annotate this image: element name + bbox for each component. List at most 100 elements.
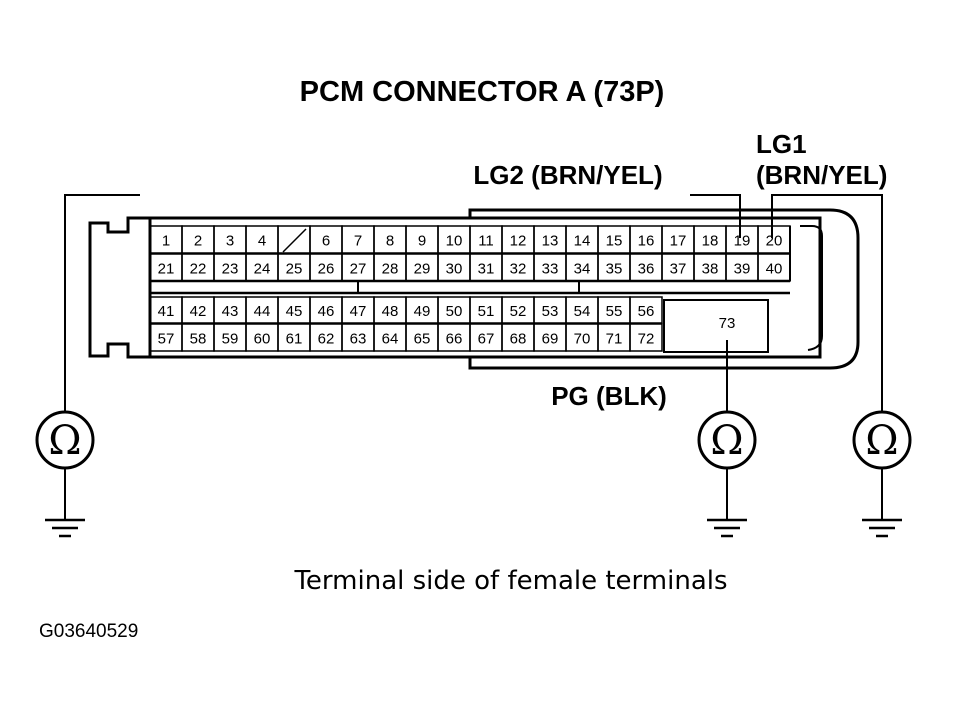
pin-number-label: 48 (382, 303, 399, 320)
pin-number-label: 61 (286, 331, 303, 348)
pin-number-label: 6 (322, 233, 330, 250)
pin-number-label: 58 (190, 331, 207, 348)
lg1-label: LG1 (756, 129, 807, 159)
pin-cell (629, 323, 663, 352)
pin-number-label: 28 (382, 261, 399, 278)
pin-number-label: 52 (510, 303, 527, 320)
pin-number-label: 50 (446, 303, 463, 320)
pin-cell (757, 225, 791, 254)
pin-row-3: 41 42 43 44 45 46 47 48 49 50 51 52 53 54 55 56 (149, 296, 663, 324)
pin-number-label: 38 (702, 261, 719, 278)
pin-number-label: 12 (510, 233, 527, 250)
pin-number-label: 9 (418, 233, 426, 250)
pin-number-label: 31 (478, 261, 495, 278)
pin-number-label: 15 (606, 233, 623, 250)
pin-number-label: 13 (542, 233, 559, 250)
pin-number-label: 71 (606, 331, 623, 348)
blank-slot-mark (282, 228, 307, 253)
ohmmeter-right: Ω (852, 410, 912, 470)
pin-number-label: 55 (606, 303, 623, 320)
pin-number-label: 62 (318, 331, 335, 348)
pin-number-label: 26 (318, 261, 335, 278)
pin-cell (629, 296, 663, 324)
ground-icon (862, 468, 902, 538)
pin-number-label: 44 (254, 303, 271, 320)
pin-number-label: 19 (734, 233, 751, 250)
terminal-73-label: 73 (719, 315, 736, 332)
pin-number-label: 46 (318, 303, 335, 320)
pin-number-label: 39 (734, 261, 751, 278)
pin-number-label: 3 (226, 233, 234, 250)
pin-number-label: 72 (638, 331, 655, 348)
wire-lg1 (771, 194, 883, 412)
pg-label: PG (BLK) (551, 381, 667, 411)
pin-number-label: 11 (478, 233, 494, 250)
pin-number-label: 27 (350, 261, 367, 278)
pin-number-label: 18 (702, 233, 719, 250)
pin-number-label: 41 (158, 303, 175, 320)
wire-left-meter (64, 194, 140, 425)
wire-lg2 (690, 194, 741, 238)
pin-number-label: 43 (222, 303, 239, 320)
pin-number-label: 33 (542, 261, 559, 278)
ohmmeter-left: Ω (35, 410, 95, 470)
pin-number-label: 68 (510, 331, 527, 348)
ohm-icon: Ω (710, 418, 743, 464)
pin-number-label: 56 (638, 303, 655, 320)
ground-icon (45, 468, 85, 538)
pin-number-label: 14 (574, 233, 591, 250)
pin-number-label: 23 (222, 261, 239, 278)
pin-number-label: 20 (766, 233, 783, 250)
diagram-title: PCM CONNECTOR A (73P) (300, 76, 665, 108)
pin-number-label: 17 (670, 233, 687, 250)
pin-number-label: 4 (258, 233, 266, 250)
pin-number-label: 51 (478, 303, 495, 320)
pin-number-label: 59 (222, 331, 239, 348)
pin-number-label: 35 (606, 261, 623, 278)
terminal-73-box (663, 299, 769, 353)
pin-number-label: 36 (638, 261, 655, 278)
pin-number-label: 67 (478, 331, 495, 348)
pin-number-label: 40 (766, 261, 783, 278)
pin-number-label: 63 (350, 331, 367, 348)
ground-icon (707, 468, 747, 538)
pin-number-label: 47 (350, 303, 367, 320)
connector-housing-latch (88, 216, 150, 359)
pin-number-label: 2 (194, 233, 202, 250)
ohm-icon: Ω (48, 418, 81, 464)
pin-number-label: 49 (414, 303, 431, 320)
pin-number-label: 45 (286, 303, 303, 320)
pin-number-label: 34 (574, 261, 591, 278)
pin-number-label: 69 (542, 331, 559, 348)
pin-number-label: 22 (190, 261, 207, 278)
pin-number-label: 37 (670, 261, 687, 278)
pin-number-label: 8 (386, 233, 394, 250)
pin-number-label: 21 (158, 261, 175, 278)
pin-number-label: 64 (382, 331, 399, 348)
pin-number-label: 70 (574, 331, 591, 348)
pin-number-label: 1 (162, 233, 170, 250)
pin-number-label: 57 (158, 331, 175, 348)
pin-number-label: 10 (446, 233, 463, 250)
ohmmeter-center: Ω (697, 410, 757, 470)
ohm-icon: Ω (865, 418, 898, 464)
pin-number-label: 25 (286, 261, 303, 278)
lg1-wire-color-label: (BRN/YEL) (756, 160, 887, 190)
lg2-label: LG2 (BRN/YEL) (473, 160, 662, 190)
pin-number-label: 65 (414, 331, 431, 348)
pin-cell (757, 253, 791, 282)
harness-test-outline (468, 208, 860, 370)
pin-number-label: 66 (446, 331, 463, 348)
pin-number-label: 16 (638, 233, 655, 250)
pin-number-label: 53 (542, 303, 559, 320)
pin-number-label: 30 (446, 261, 463, 278)
pin-number-label: 29 (414, 261, 431, 278)
inner-lock-outline (800, 225, 823, 351)
pin-number-label: 7 (354, 233, 362, 250)
pin-number-label: 54 (574, 303, 591, 320)
pin-number-label: 42 (190, 303, 207, 320)
